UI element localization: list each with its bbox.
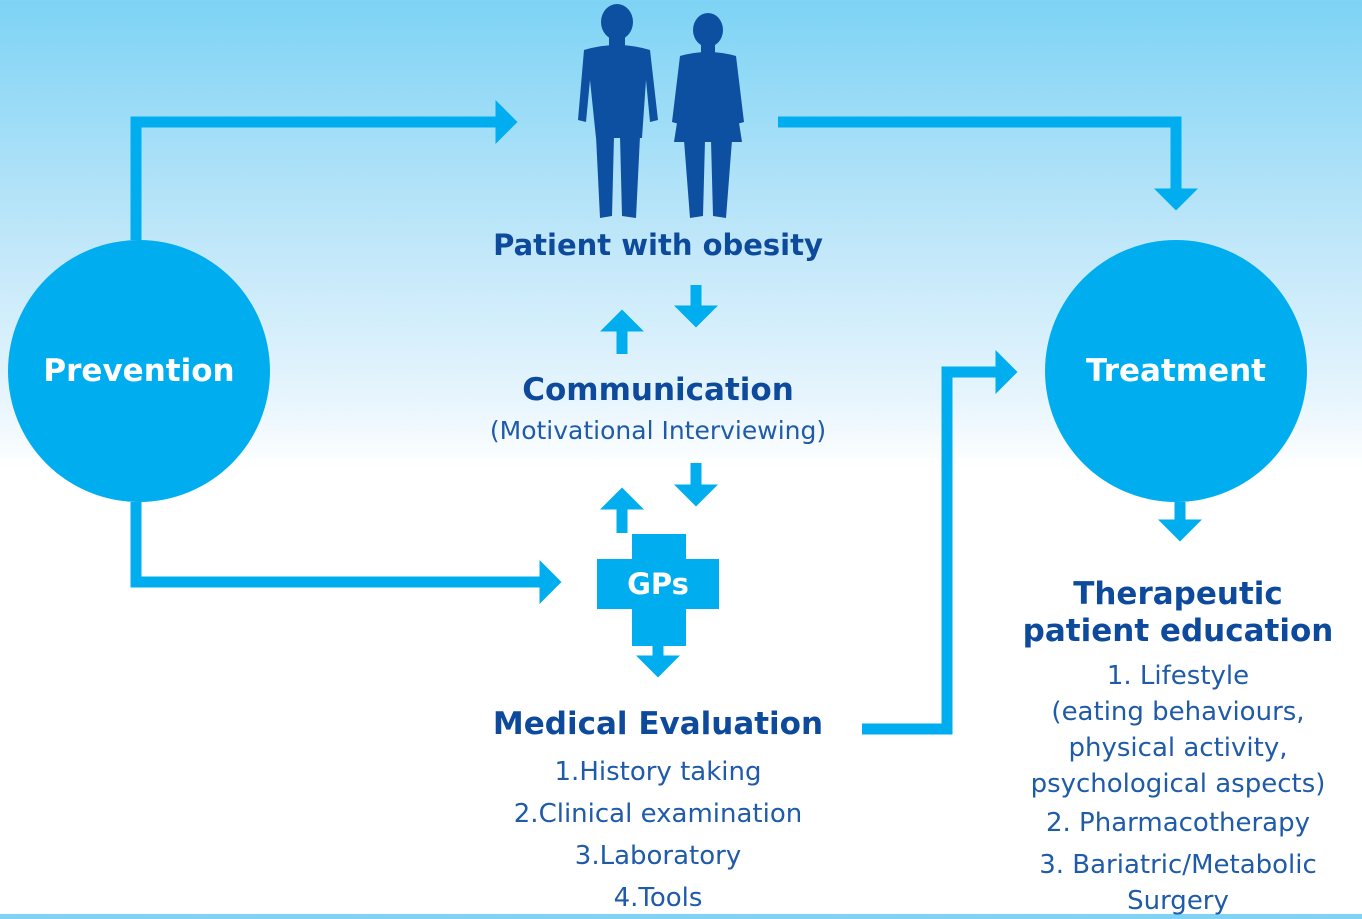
prevention-label: Prevention [43,353,235,389]
female-silhouette-icon [672,13,744,218]
education-line: (eating behaviours, [1051,697,1305,727]
education-line: Surgery [1127,886,1229,916]
arrow-evaluation-to-treatment [862,350,1018,735]
prevention-node: Prevention [8,240,270,502]
therapeutic-education-title: Therapeutic patient education [1000,576,1356,650]
therapeutic-education-list: 1. Lifestyle (eating behaviours, physica… [1000,658,1356,916]
arrow-patient-to-treatment [778,116,1198,211]
treatment-node: Treatment [1045,240,1307,502]
education-line: physical activity, [1068,733,1288,763]
communication-subtitle: (Motivational Interviewing) [489,416,827,445]
therapeutic-title-line2: patient education [1022,613,1334,649]
evaluation-item: 1.History taking [554,757,762,787]
medical-evaluation-title: Medical Evaluation [492,706,824,742]
communication-title: Communication [522,372,794,408]
arrow-prevention-to-gps [130,502,562,604]
gps-label: GPs [627,567,689,601]
education-line: 1. Lifestyle [1106,661,1250,691]
therapeutic-title-line1: Therapeutic [1073,576,1283,612]
evaluation-item: 3.Laboratory [574,841,742,871]
treatment-label: Treatment [1085,353,1266,389]
education-line: 2. Pharmacotherapy [1045,808,1311,838]
evaluation-item: 4.Tools [613,883,703,913]
education-line: 3. Bariatric/Metabolic [1039,850,1317,880]
male-silhouette-icon [578,4,658,218]
arrow-prevention-to-patient [130,100,518,240]
medical-evaluation-list: 1.History taking 2.Clinical examination … [438,751,878,919]
education-line: psychological aspects) [1030,769,1326,799]
medical-cross-icon [597,534,719,646]
patient-label: Patient with obesity [493,228,823,262]
evaluation-item: 2.Clinical examination [513,799,803,829]
